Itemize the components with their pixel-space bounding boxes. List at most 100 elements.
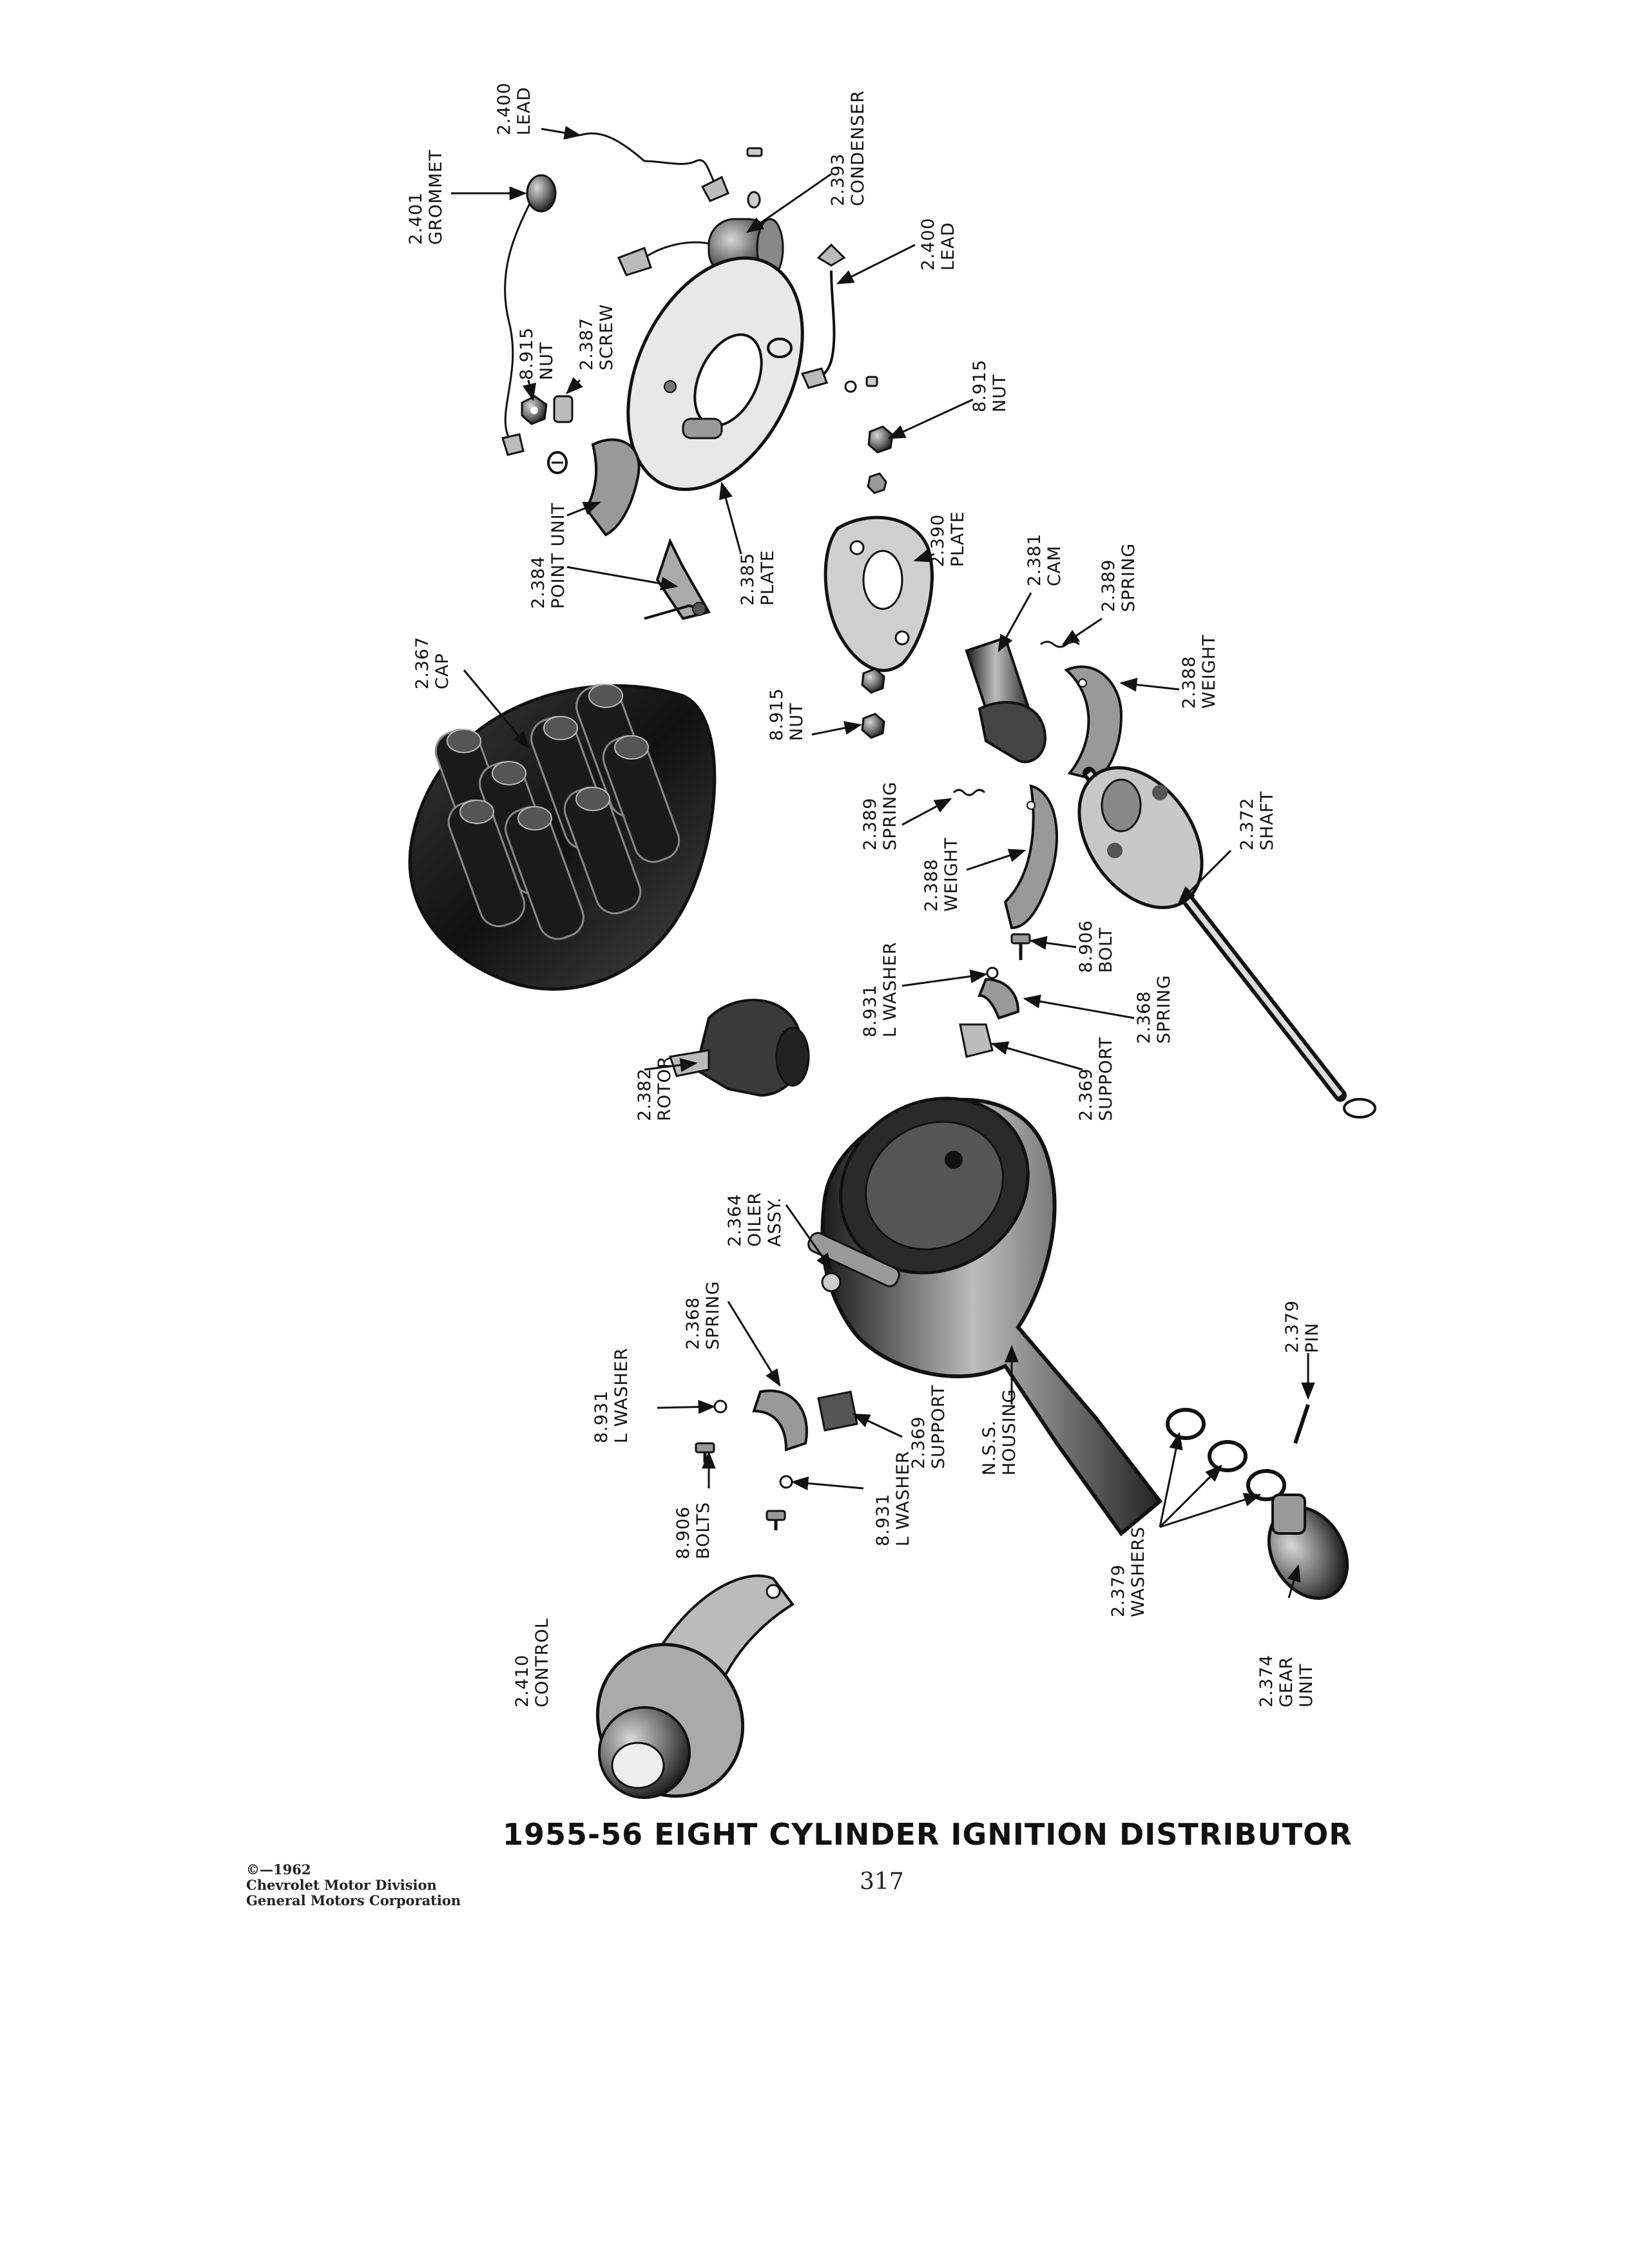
callout-number: N.S.S. <box>979 1419 999 1475</box>
callout-number: 2.367 <box>412 636 432 689</box>
callout-name: WASHERS <box>1128 1526 1148 1617</box>
callout-weight-mid: 2.388 WEIGHT <box>921 838 961 912</box>
callout-name: NUT <box>787 702 807 741</box>
callout-name: SCREW <box>597 303 617 370</box>
lead-wire-part <box>504 132 723 439</box>
leader-lines <box>451 126 1315 1599</box>
grommet-part <box>526 174 557 213</box>
callout-number: 2.364 <box>725 1193 745 1247</box>
callout-nut-upper: 8.915 NUT <box>517 327 557 380</box>
callout-name: PLATE <box>758 550 778 606</box>
page-number: 317 <box>860 1869 904 1895</box>
cam-part <box>965 636 1046 764</box>
callout-number: 2.368 <box>1134 990 1154 1044</box>
vacuum-control-part <box>595 1574 795 1799</box>
callout-number: 8.915 <box>517 327 537 380</box>
callout-number: 2.388 <box>1179 655 1199 709</box>
weight-upper-part <box>1064 665 1123 782</box>
breaker-plate-part <box>626 256 804 492</box>
callout-name: SPRING <box>1119 543 1139 612</box>
callout-spring-support-upper: 2.368 SPRING <box>1134 975 1174 1044</box>
callout-number: 2.388 <box>921 858 941 912</box>
callout-name: CAM <box>1045 545 1065 586</box>
rotor-part <box>669 999 810 1097</box>
callout-number: 8.915 <box>970 359 990 412</box>
corporation-line: General Motors Corporation <box>246 1892 461 1908</box>
callout-lwasher-lower-right: 8.931 L WASHER <box>873 1450 913 1546</box>
callout-name: LEAD <box>938 222 958 271</box>
callout-name: SHAFT <box>1257 791 1277 850</box>
callout-name: CONDENSER <box>848 90 868 206</box>
callout-nut-lower: 8.915 NUT <box>767 688 807 741</box>
callout-number: 2.410 <box>512 1654 532 1707</box>
callout-number: 2.368 <box>683 1296 703 1350</box>
support-upper-part <box>959 1023 994 1058</box>
small-screws-top <box>746 147 763 209</box>
callout-name: SUPPORT <box>929 1384 949 1469</box>
nut-upper-part <box>521 395 548 425</box>
callout-name: WEIGHT <box>1199 634 1219 709</box>
callout-condenser: 2.393 CONDENSER <box>828 90 868 206</box>
callout-shaft: 2.372 SHAFT <box>1237 791 1277 850</box>
callout-number: 8.931 <box>873 1493 893 1546</box>
callout-name: BOLTS <box>693 1501 713 1559</box>
callout-number: 2.369 <box>1076 1068 1096 1121</box>
callout-number: 8.931 <box>592 1390 612 1443</box>
callout-name: CONTROL <box>532 1618 552 1707</box>
felt-plate-part <box>824 515 934 672</box>
callout-plate-felt: 2.390 PLATE <box>928 511 968 567</box>
weight-mid-part <box>1003 784 1058 930</box>
nut-right-part <box>867 425 894 494</box>
callout-number: 8.906 <box>673 1506 693 1559</box>
callout-nut-right: 8.915 NUT <box>970 360 1010 412</box>
callout-name: ROTOR <box>655 1055 675 1121</box>
callout-cam: 2.381 CAM <box>1025 533 1065 586</box>
callout-name: GROMMET <box>426 149 446 245</box>
callout-name: OILER <box>745 1191 765 1247</box>
callout-name: HOUSING <box>999 1389 1019 1475</box>
callout-control: 2.410 CONTROL <box>512 1618 552 1707</box>
callout-plate-breaker: 2.385 PLATE <box>738 550 778 606</box>
callout-name: SPRING <box>1154 974 1174 1044</box>
pin-part <box>1293 1404 1310 1444</box>
callout-pin: 2.379 PIN <box>1282 1300 1322 1353</box>
small-nut-lower-plate <box>547 451 568 474</box>
callout-number: 8.931 <box>860 984 880 1037</box>
callout-rotor: 2.382 ROTOR <box>635 1055 675 1121</box>
callout-name: PIN <box>1302 1322 1322 1353</box>
spring-cam-part <box>1040 640 1080 648</box>
support-lower-part <box>817 1390 858 1432</box>
callout-name: SPRING <box>880 781 900 850</box>
callout-number: 2.401 <box>406 191 426 245</box>
callout-spring-cam: 2.389 SPRING <box>1099 543 1139 612</box>
callout-weight-upper: 2.388 WEIGHT <box>1179 635 1219 709</box>
callout-name: LEAD <box>514 86 534 135</box>
callout-name: WEIGHT <box>941 837 961 912</box>
callout-support-lower: 2.369 SUPPORT <box>909 1385 949 1469</box>
diagram-title: 1955-56 EIGHT CYLINDER IGNITION DISTRIBU… <box>503 1817 1353 1852</box>
callout-gear-unit: 2.374 GEAR UNIT <box>1257 1655 1316 1707</box>
spring-support-upper-part <box>978 977 1020 1020</box>
callout-lead-top: 2.400 LEAD <box>494 82 534 135</box>
callout-number: 2.385 <box>738 552 758 606</box>
callout-bolts-lower: 8.906 BOLTS <box>673 1502 713 1559</box>
housing-part <box>807 1097 1163 1537</box>
distributor-cap-part <box>408 684 717 991</box>
callout-lwasher-lower-left: 8.931 L WASHER <box>592 1347 631 1443</box>
callout-number: 2.389 <box>1099 559 1119 612</box>
lwasher-upper-part <box>986 966 999 979</box>
callout-name: CAP <box>432 653 452 689</box>
callout-name-2: ASSY. <box>765 1196 785 1247</box>
callout-number: 2.400 <box>494 82 514 135</box>
callout-cap: 2.367 CAP <box>412 637 452 689</box>
callout-number: 2.379 <box>1108 1564 1128 1617</box>
callout-lead-right: 2.400 LEAD <box>918 218 958 271</box>
callout-point-unit: 2.384 POINT UNIT <box>528 503 568 609</box>
callout-name: GEAR <box>1277 1656 1296 1707</box>
spring-lower-part <box>752 1389 808 1452</box>
callout-number: 2.374 <box>1257 1654 1277 1707</box>
callout-name: SPRING <box>703 1280 723 1350</box>
screw-part <box>553 395 574 423</box>
callout-name: L WASHER <box>880 941 900 1037</box>
